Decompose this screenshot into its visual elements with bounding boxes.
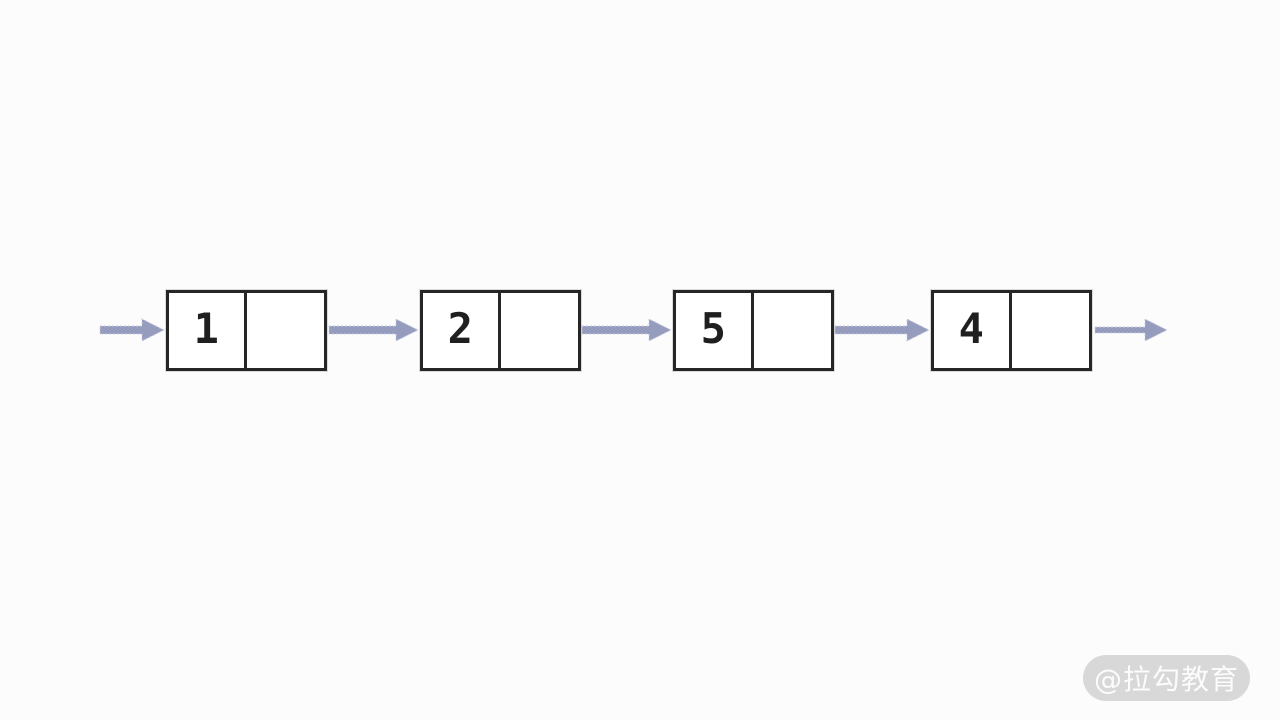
list-node-1: 1 <box>166 290 327 371</box>
head-pointer-arrow-icon <box>99 318 166 342</box>
node-4-pointer-cell <box>1012 293 1090 368</box>
node-3-value: 5 <box>700 303 726 353</box>
node-4-data-cell: 4 <box>934 293 1012 368</box>
node-2-value: 2 <box>447 303 473 353</box>
node-4-value: 4 <box>958 303 984 353</box>
node-1-pointer-cell <box>247 293 325 368</box>
watermark-badge: @拉勾教育 <box>1083 655 1250 701</box>
node-2-pointer-cell <box>501 293 579 368</box>
next-pointer-arrow-1-2-icon <box>328 318 420 342</box>
node-1-data-cell: 1 <box>169 293 247 368</box>
tail-pointer-arrow-icon <box>1094 318 1169 342</box>
node-3-data-cell: 5 <box>676 293 754 368</box>
node-3-pointer-cell <box>754 293 832 368</box>
list-node-3: 5 <box>673 290 834 371</box>
list-node-4: 4 <box>931 290 1092 371</box>
watermark-text: @拉勾教育 <box>1093 663 1239 696</box>
next-pointer-arrow-2-3-icon <box>581 318 673 342</box>
node-1-value: 1 <box>193 303 219 353</box>
node-2-data-cell: 2 <box>423 293 501 368</box>
next-pointer-arrow-3-4-icon <box>834 318 931 342</box>
list-node-2: 2 <box>420 290 581 371</box>
